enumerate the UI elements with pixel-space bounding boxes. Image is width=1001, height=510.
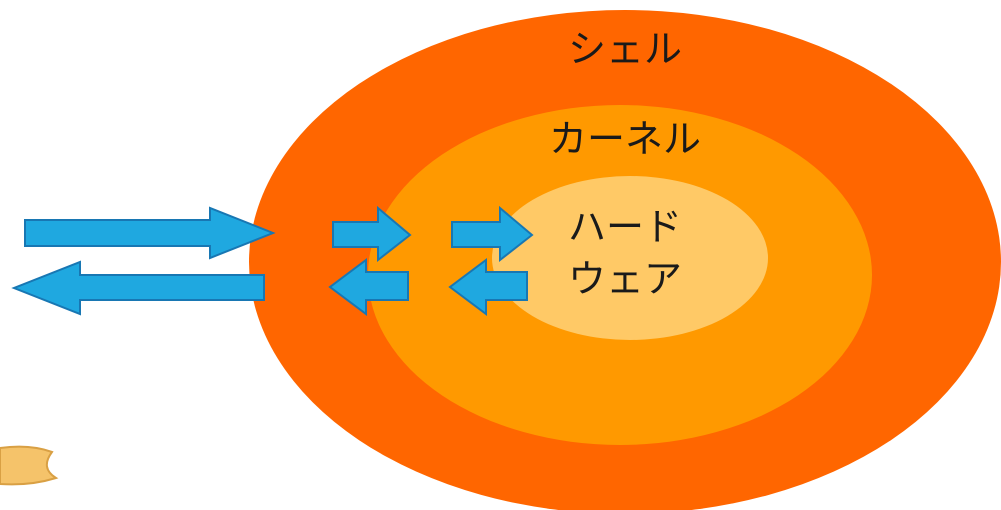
shell-label: シェル	[568, 27, 682, 71]
decorative-fragment	[0, 445, 59, 486]
arrow-left-middle	[328, 258, 409, 316]
arrow-right-outer	[24, 206, 276, 260]
arrow-left-outer	[11, 260, 265, 316]
arrow-left-inner	[448, 258, 528, 316]
hardware-label-line1: ハード	[568, 205, 682, 249]
hardware-layer	[492, 176, 768, 340]
hardware-label-line2: ウェア	[568, 257, 682, 301]
kernel-label: カーネル	[549, 117, 701, 161]
arrow-right-middle	[332, 205, 412, 263]
arrow-right-inner	[451, 205, 534, 263]
